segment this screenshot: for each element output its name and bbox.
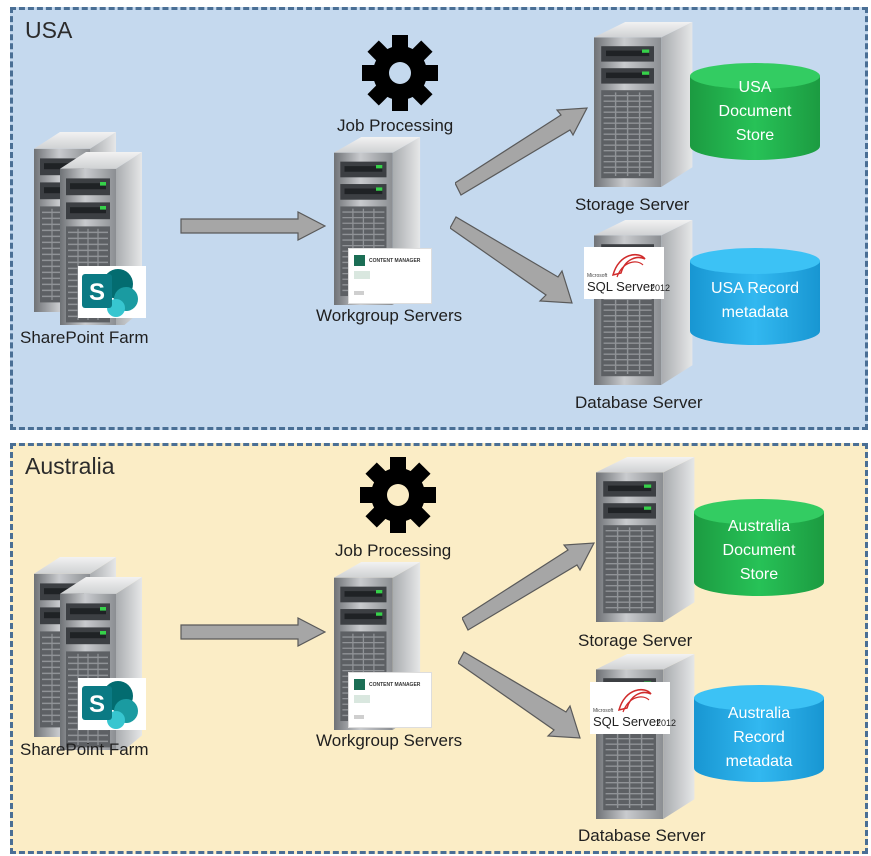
gear-icon (360, 457, 436, 533)
flow-arrow-down-right (450, 216, 573, 304)
database-server-icon (593, 219, 694, 386)
record-metadata-line: metadata (725, 753, 793, 770)
flow-arrow-down-right (458, 651, 581, 739)
sql-swirl-icon (611, 253, 646, 278)
record-metadata-cylinder (690, 248, 820, 345)
content-manager-name: CONTENT MANAGER (369, 682, 421, 688)
workgroup-servers-label-usa: Workgroup Servers (316, 306, 463, 325)
region-title-usa: USA (25, 17, 73, 43)
document-store-line: Australia (727, 518, 791, 535)
storage-server-label-australia: Storage Server (578, 631, 693, 650)
sql-name: SQL Server (593, 714, 661, 729)
record-metadata-line: metadata (721, 304, 789, 321)
document-store-line: Document (718, 103, 792, 120)
record-metadata-line: Record (733, 729, 785, 746)
document-store-cylinder (694, 499, 824, 596)
document-store-line: Store (739, 566, 779, 583)
gear-icon (362, 35, 438, 111)
sharepoint-farm-label-australia: SharePoint Farm (20, 740, 149, 759)
flow-arrow-right (180, 617, 326, 647)
sharepoint-farm-label-usa: SharePoint Farm (20, 328, 149, 347)
sharepoint-logo-icon: S (78, 678, 146, 730)
database-server-label-usa: Database Server (575, 393, 703, 412)
record-metadata-cylinder (694, 685, 824, 782)
sql-brand: Microsoft (593, 708, 614, 714)
job-processing-label-usa: Job Processing (337, 116, 454, 135)
sharepoint-letter: S (89, 279, 105, 306)
document-store-cylinder (690, 63, 820, 160)
workgroup-servers-label-australia: Workgroup Servers (316, 731, 463, 750)
sharepoint-logo-icon: S (78, 266, 146, 318)
flow-arrow-right (180, 211, 326, 241)
database-server-icon (595, 653, 696, 820)
job-processing-label-australia: Job Processing (335, 541, 452, 560)
storage-server-icon (595, 456, 696, 623)
record-metadata-line: Australia (727, 705, 791, 722)
storage-server-icon (593, 21, 694, 188)
sql-server-logo: Microsoft SQL Server 2012 (584, 247, 670, 299)
document-store-line: Document (722, 542, 796, 559)
sql-swirl-icon (617, 688, 652, 713)
document-store-line: USA (738, 79, 772, 96)
storage-server-label-usa: Storage Server (575, 195, 690, 214)
database-server-label-australia: Database Server (578, 826, 706, 845)
sql-server-logo: Microsoft SQL Server 2012 (590, 682, 676, 734)
sql-name: SQL Server (587, 279, 655, 294)
sql-version: 2012 (656, 718, 677, 728)
record-metadata-line: USA Record (710, 280, 800, 297)
content-manager-logo: CONTENT MANAGER (348, 248, 432, 304)
document-store-line: Store (735, 127, 775, 144)
sql-version: 2012 (650, 283, 671, 293)
flow-arrow-up-right (462, 542, 596, 631)
content-manager-name: CONTENT MANAGER (369, 258, 421, 264)
sharepoint-letter: S (89, 691, 105, 718)
region-title-australia: Australia (25, 453, 115, 479)
content-manager-logo: CONTENT MANAGER (348, 672, 432, 728)
flow-arrow-up-right (455, 107, 589, 196)
sql-brand: Microsoft (587, 273, 608, 279)
